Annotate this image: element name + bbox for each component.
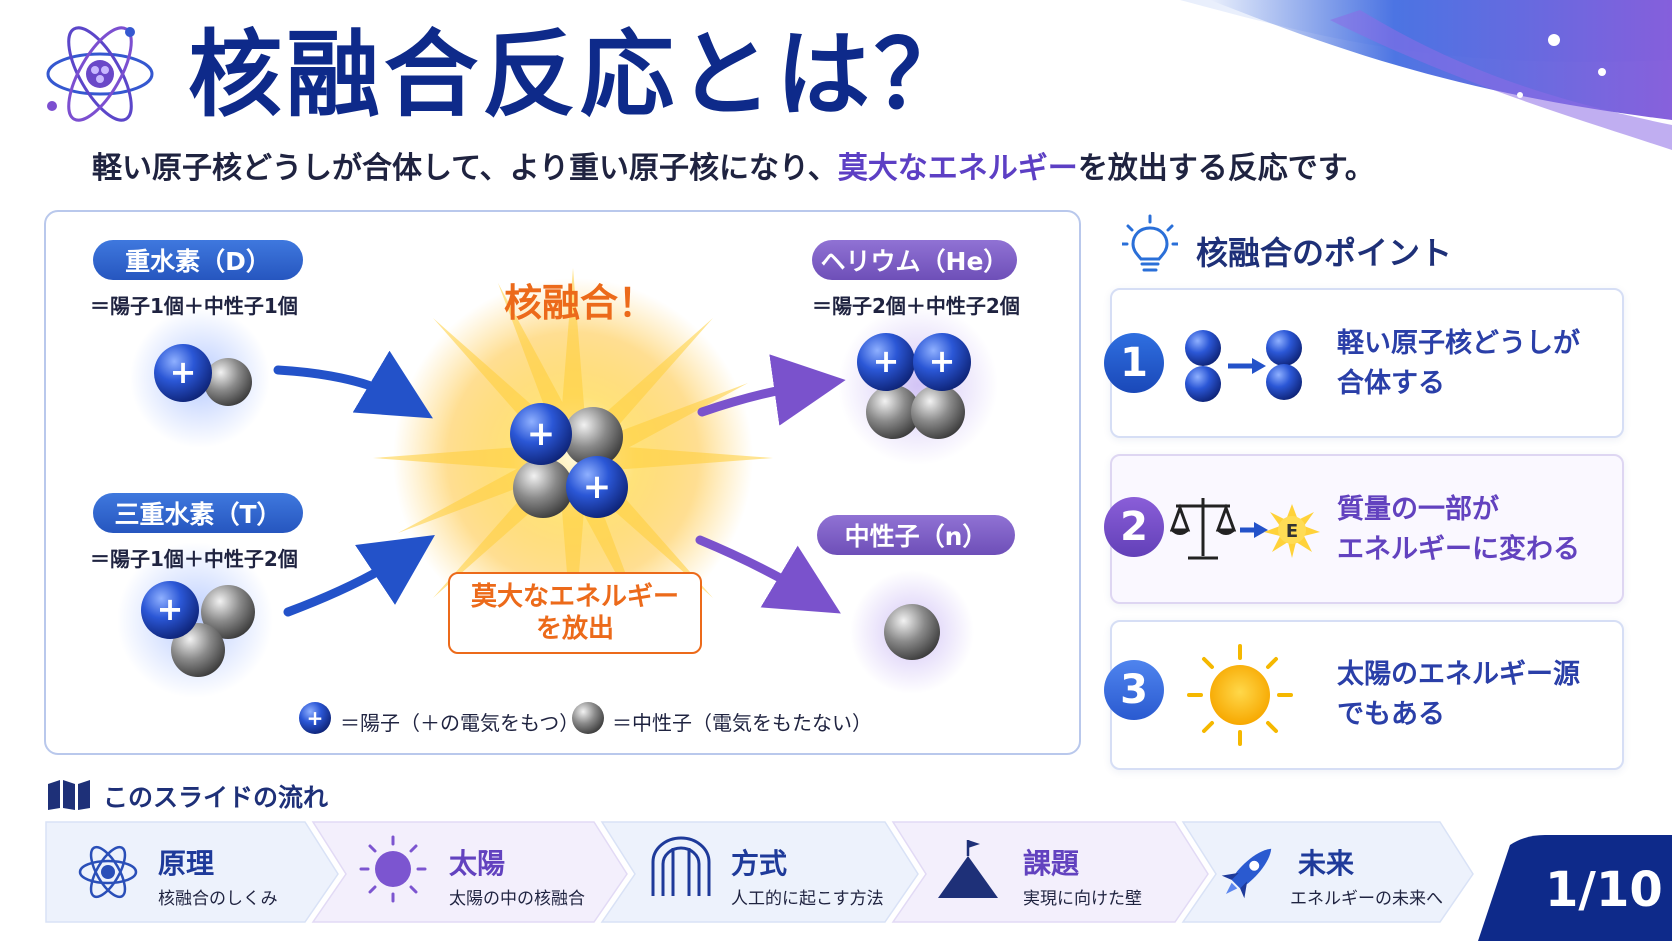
point-number-2: 2 <box>1104 497 1164 557</box>
flow-step-4-sub: 実現に向けた壁 <box>1023 889 1142 909</box>
flow-title: このスライドの流れ <box>103 783 329 812</box>
page-subtitle: 軽い原子核どうしが合体して、より重い原子核になり、莫大なエネルギーを放出する反応… <box>92 151 1375 186</box>
point-1-line-2: 合体する <box>1337 368 1445 399</box>
legend-proton-text: ＝陽子（＋の電気をもつ） <box>340 711 580 735</box>
scale-to-energy-icon: E <box>1170 498 1320 560</box>
point-2-line-1: 質量の一部が <box>1337 494 1499 525</box>
point-3-line-1: 太陽のエネルギー源 <box>1337 659 1580 690</box>
point-number-1: 1 <box>1104 333 1164 393</box>
nuclei-merge-icon <box>1185 330 1302 402</box>
helium-label: ヘリウム（He） <box>812 240 1017 280</box>
point-card-2 <box>1110 454 1624 604</box>
subtitle-highlight: 莫大なエネルギー <box>837 151 1078 186</box>
atom-logo-icon <box>46 26 154 122</box>
flow-step-5-sub: エネルギーの未来へ <box>1290 889 1443 909</box>
points-title: 核融合のポイント <box>1196 234 1453 272</box>
page-number: 1/10 <box>1545 862 1663 918</box>
tritium-label: 三重水素（T） <box>93 493 303 533</box>
point-3-line-2: でもある <box>1337 699 1445 730</box>
deuterium-label: 重水素（D） <box>93 240 303 280</box>
flow-step-1-sub: 核融合のしくみ <box>158 889 278 909</box>
flow-step-5-label: 未来 <box>1298 847 1355 880</box>
tritium-composition: ＝陽子1個＋中性子2個 <box>90 547 298 571</box>
deuterium-composition: ＝陽子1個＋中性子1個 <box>90 294 298 318</box>
point-1-line-1: 軽い原子核どうしが <box>1337 328 1580 359</box>
neutron-label: 中性子（n） <box>817 515 1015 555</box>
legend-neutron-text: ＝中性子（電気をもたない） <box>612 711 872 735</box>
fusion-label: 核融合！ <box>504 281 657 325</box>
svg-text:E: E <box>1286 521 1298 542</box>
flow-step-2-sub: 太陽の中の核融合 <box>449 889 585 909</box>
point-number-3: 3 <box>1104 660 1164 720</box>
map-icon <box>48 780 90 810</box>
flow-step-1-label: 原理 <box>158 847 215 880</box>
energy-release-box: 莫大なエネルギーを放出 <box>448 572 702 654</box>
flow-step-3-label: 方式 <box>731 847 788 880</box>
flow-step-3-sub: 人工的に起こす方法 <box>731 889 884 909</box>
page-title: 核融合反応とは？ <box>188 21 973 130</box>
point-2-line-2: エネルギーに変わる <box>1337 534 1580 565</box>
helium-composition: ＝陽子2個＋中性子2個 <box>812 294 1020 318</box>
flow-step-4-label: 課題 <box>1023 847 1080 880</box>
lightbulb-icon <box>1122 214 1178 272</box>
flow-step-2-label: 太陽 <box>449 847 506 880</box>
sun-icon <box>1187 644 1293 746</box>
